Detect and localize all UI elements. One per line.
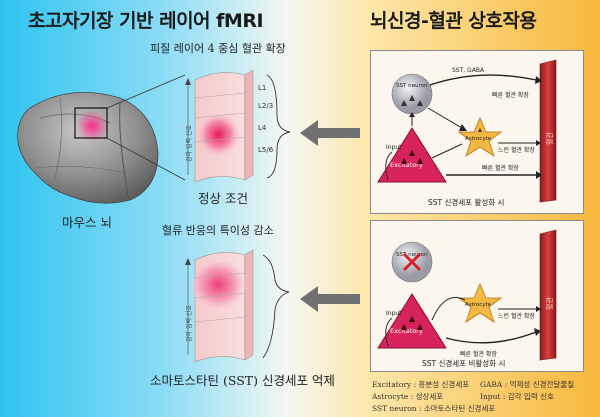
legend-astrocyte: Astrocyte : 성상세포 bbox=[372, 392, 444, 401]
excitatory-label: Excitatory bbox=[390, 161, 423, 169]
layer-label-l23: L2/3 bbox=[258, 102, 273, 110]
layer-label-l4: L4 bbox=[258, 124, 267, 132]
panel-sst-inactive-diagram: 혈관 SST neuron Excitatory Input Astrocyte… bbox=[377, 229, 557, 368]
cortical-column-normal: L1 L2/3 L4 L5/6 감각 입력 신호 bbox=[185, 69, 291, 183]
vessel-label: 혈관 bbox=[545, 132, 554, 145]
panel-sst-active-diagram: 혈관 SST neuron SST, GABA 빠른 혈관 확장 Excitat… bbox=[377, 59, 557, 207]
suppress-label: 소마토스타틴 (SST) 신경세포 억제 bbox=[150, 373, 335, 388]
layer-label-l56: L5/6 bbox=[258, 146, 274, 154]
astrocyte bbox=[457, 116, 503, 157]
slow-dilation-label-2: 느린 혈관 확장 bbox=[498, 312, 535, 320]
legend-excitatory: Excitatory : 흥분성 신경세포 bbox=[372, 380, 470, 389]
right-title: 뇌신경-혈관 상호작용 bbox=[370, 10, 537, 32]
astrocyte-2 bbox=[457, 282, 503, 323]
mid-caption: 혈류 반응의 특이성 감소 bbox=[162, 224, 274, 237]
legend-sst: SST neuron : 소마토스타틴 신경세포 bbox=[372, 404, 496, 413]
sst-neuron-label: SST neuron bbox=[396, 83, 428, 89]
input-label-2: Input bbox=[386, 310, 402, 317]
fast-dilation-label-1: 빠른 혈관 확장 bbox=[492, 91, 529, 99]
sst-gaba-label: SST, GABA bbox=[452, 67, 485, 74]
panel-top-footer: SST 신경세포 활성화 시 bbox=[428, 197, 504, 207]
cortical-column-suppressed: 감각 입력 신호 bbox=[185, 249, 290, 363]
side-signal-label-2: 감각 입력 신호 bbox=[185, 305, 193, 342]
top-caption: 피질 레이어 4 중심 혈관 확장 bbox=[150, 42, 286, 55]
normal-condition-label: 정상 조건 bbox=[198, 191, 248, 206]
mouse-brain bbox=[17, 92, 159, 204]
blood-vessel-2 bbox=[539, 229, 557, 361]
legend-gaba: GABA : 억제성 신경전달물질 bbox=[480, 380, 575, 389]
left-arrow-top bbox=[300, 120, 360, 146]
sst-neuron bbox=[391, 73, 433, 115]
input-label: Input bbox=[386, 144, 402, 151]
vessel-label-2: 혈관 bbox=[545, 297, 554, 310]
panel-bottom-footer: SST 신경세포 비활성화 시 bbox=[422, 358, 505, 368]
legend-input: Input : 감각 입력 신호 bbox=[480, 392, 554, 401]
layer-label-l1: L1 bbox=[258, 84, 266, 92]
astrocyte-label: Astrocyte bbox=[465, 136, 492, 142]
fast-dilation-label-2: 빠른 혈관 확장 bbox=[482, 164, 519, 172]
brain-label: 마우스 뇌 bbox=[62, 215, 112, 230]
sst-neuron-label-2: SST neuron bbox=[396, 252, 428, 258]
astrocyte-label-2: Astrocyte bbox=[465, 302, 492, 308]
blood-vessel bbox=[539, 59, 557, 203]
left-title: 초고자기장 기반 레이어 fMRI bbox=[28, 10, 264, 32]
left-arrow-bottom bbox=[300, 286, 360, 312]
fast-dilation-label-3: 빠른 혈관 확장 bbox=[460, 350, 497, 358]
side-signal-label: 감각 입력 신호 bbox=[185, 125, 193, 162]
excitatory-label-2: Excitatory bbox=[390, 327, 423, 335]
slow-dilation-label: 느린 혈관 확장 bbox=[498, 146, 535, 154]
